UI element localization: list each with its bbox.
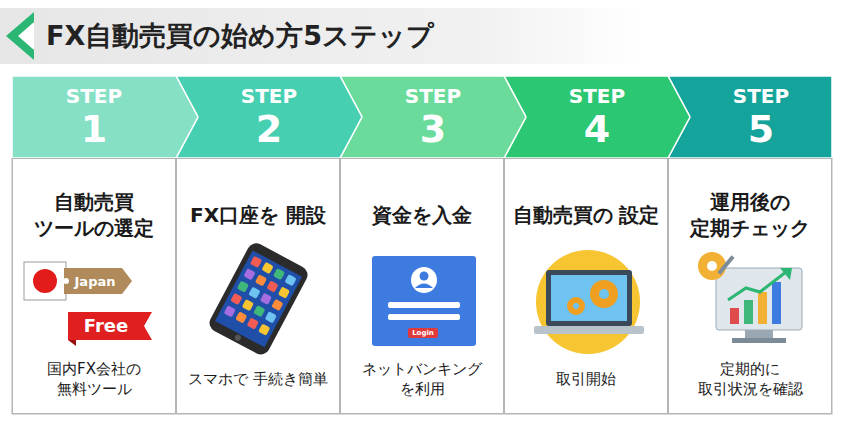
step-word: STEP xyxy=(733,86,789,106)
step-chevron: STEP 2 xyxy=(176,76,362,158)
chevron-label: STEP 3 xyxy=(351,76,515,158)
step-box: 資金を入金ネットバンキング を利用 xyxy=(340,158,504,414)
step-caption: ネットバンキング を利用 xyxy=(345,359,499,400)
chevron-label: STEP 4 xyxy=(515,76,679,158)
japan-free-icon xyxy=(24,262,152,346)
title-text: FX自動売買の始め方5ステップ xyxy=(46,18,434,54)
step-box: 自動売買の 設定取引開始 xyxy=(504,158,668,414)
step-heading: 自動売買の 設定 xyxy=(509,202,663,228)
chevron-label: STEP 2 xyxy=(187,76,351,158)
laptop-gear-icon xyxy=(534,250,644,354)
ribbon-text: Free xyxy=(84,317,128,335)
login-screen-icon xyxy=(372,256,476,346)
tag-text: Japan xyxy=(75,275,116,288)
step-number: 4 xyxy=(584,110,610,148)
step-word: STEP xyxy=(241,86,297,106)
chevron-label: STEP 5 xyxy=(679,76,843,158)
step-chevron: STEP 1 xyxy=(12,76,198,158)
title-marker-inner xyxy=(18,22,34,50)
steps-frame xyxy=(12,158,832,414)
step-number: 2 xyxy=(256,110,282,148)
step-caption: 国内FX会社の 無料ツール xyxy=(17,359,171,400)
chart-monitor-icon xyxy=(698,252,802,343)
step-caption: スマホで 手続き簡単 xyxy=(181,369,335,389)
step-number: 1 xyxy=(81,110,107,148)
button-text: Login xyxy=(412,330,434,337)
step-word: STEP xyxy=(405,86,461,106)
smartphone-icon xyxy=(206,240,310,358)
title-marker xyxy=(6,12,34,60)
step-box: FX口座を 開設スマホで 手続き簡単 xyxy=(176,158,340,414)
step-chevron: STEP 4 xyxy=(504,76,690,158)
step-word: STEP xyxy=(66,86,122,106)
step-heading: 運用後の 定期チェック xyxy=(673,189,827,241)
step-heading: 資金を入金 xyxy=(345,202,499,228)
chevron-label: STEP 1 xyxy=(12,76,176,158)
step-caption: 取引開始 xyxy=(509,369,663,389)
step-caption: 定期的に 取引状況を確認 xyxy=(673,359,827,400)
step-box: 運用後の 定期チェック定期的に 取引状況を確認 xyxy=(668,158,832,414)
step-number: 3 xyxy=(420,110,446,148)
step-number: 5 xyxy=(748,110,774,148)
step-chevron: STEP 5 xyxy=(668,76,832,158)
step-heading: FX口座を 開設 xyxy=(181,202,335,228)
step-word: STEP xyxy=(569,86,625,106)
title-bar xyxy=(0,8,640,64)
step-heading: 自動売買 ツールの選定 xyxy=(17,189,171,241)
step-chevron: STEP 3 xyxy=(340,76,526,158)
